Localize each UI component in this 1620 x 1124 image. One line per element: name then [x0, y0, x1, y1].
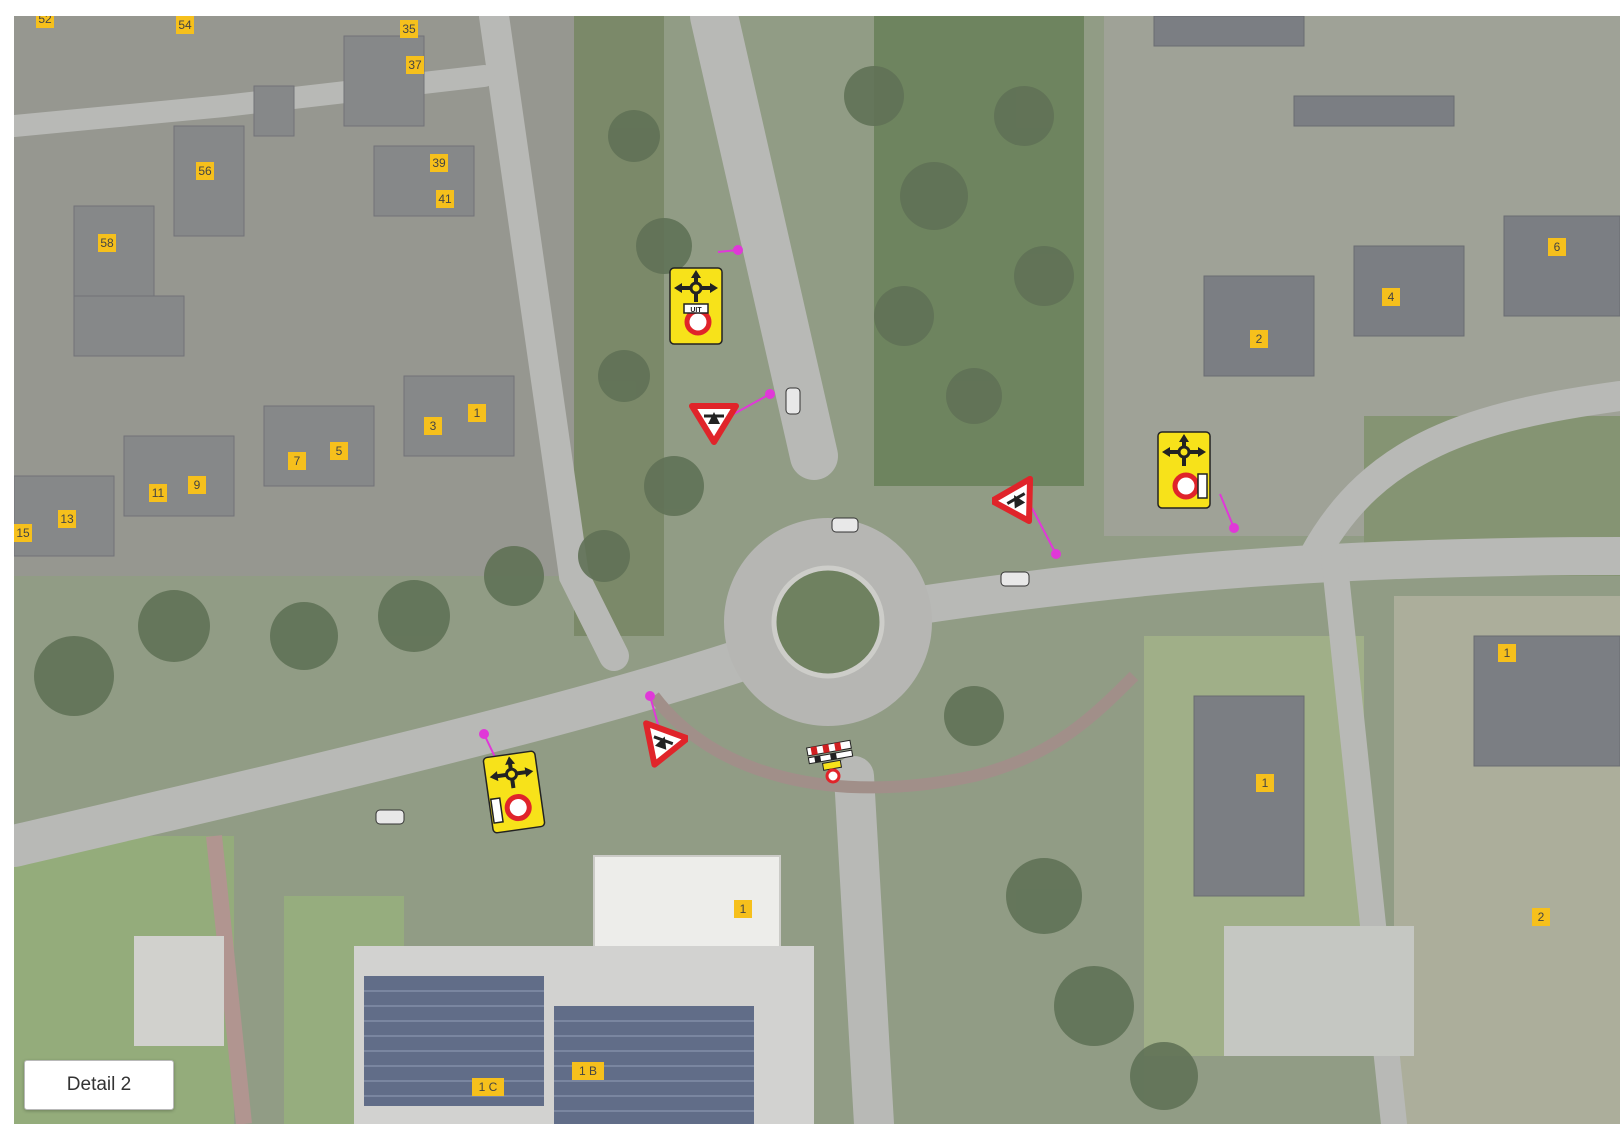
- house-number: 1: [468, 404, 486, 422]
- detail-button[interactable]: Detail 2: [24, 1060, 174, 1110]
- house-number: 1: [734, 900, 752, 918]
- house-number: 52: [36, 16, 54, 28]
- house-number: 1 C: [472, 1078, 504, 1096]
- house-number: 13: [58, 510, 76, 528]
- house-number: 2: [1250, 330, 1268, 348]
- yield-sign-west: [636, 718, 688, 770]
- house-number: 35: [400, 20, 418, 38]
- house-number: 9: [188, 476, 206, 494]
- direction-sign-tag: UIT: [690, 307, 702, 314]
- house-number: 39: [430, 154, 448, 172]
- house-number: 5: [330, 442, 348, 460]
- house-number: 11: [149, 484, 167, 502]
- yield-sign-east: [992, 476, 1044, 528]
- road-barrier-south: [806, 739, 854, 784]
- house-number: 41: [436, 190, 454, 208]
- house-number: 54: [176, 16, 194, 34]
- house-number: 1: [1256, 774, 1274, 792]
- house-number: 56: [196, 162, 214, 180]
- house-number: 1: [1498, 644, 1516, 662]
- house-number: 6: [1548, 238, 1566, 256]
- house-number: 58: [98, 234, 116, 252]
- house-number: 3: [424, 417, 442, 435]
- house-number: 1 B: [572, 1062, 604, 1080]
- direction-sign-west: [476, 742, 552, 842]
- direction-sign-north: UIT: [660, 256, 732, 356]
- house-number: 15: [14, 524, 32, 542]
- aerial-map[interactable]: UIT 52 54 35 37 39 41 56 58 3 1 7 5 11 9…: [14, 16, 1620, 1124]
- house-number: 4: [1382, 288, 1400, 306]
- yield-sign-north: [688, 394, 740, 446]
- house-number: 37: [406, 56, 424, 74]
- house-number: 2: [1532, 908, 1550, 926]
- direction-sign-east: [1148, 420, 1220, 520]
- aerial-imagery: [14, 16, 1620, 1124]
- house-number: 7: [288, 452, 306, 470]
